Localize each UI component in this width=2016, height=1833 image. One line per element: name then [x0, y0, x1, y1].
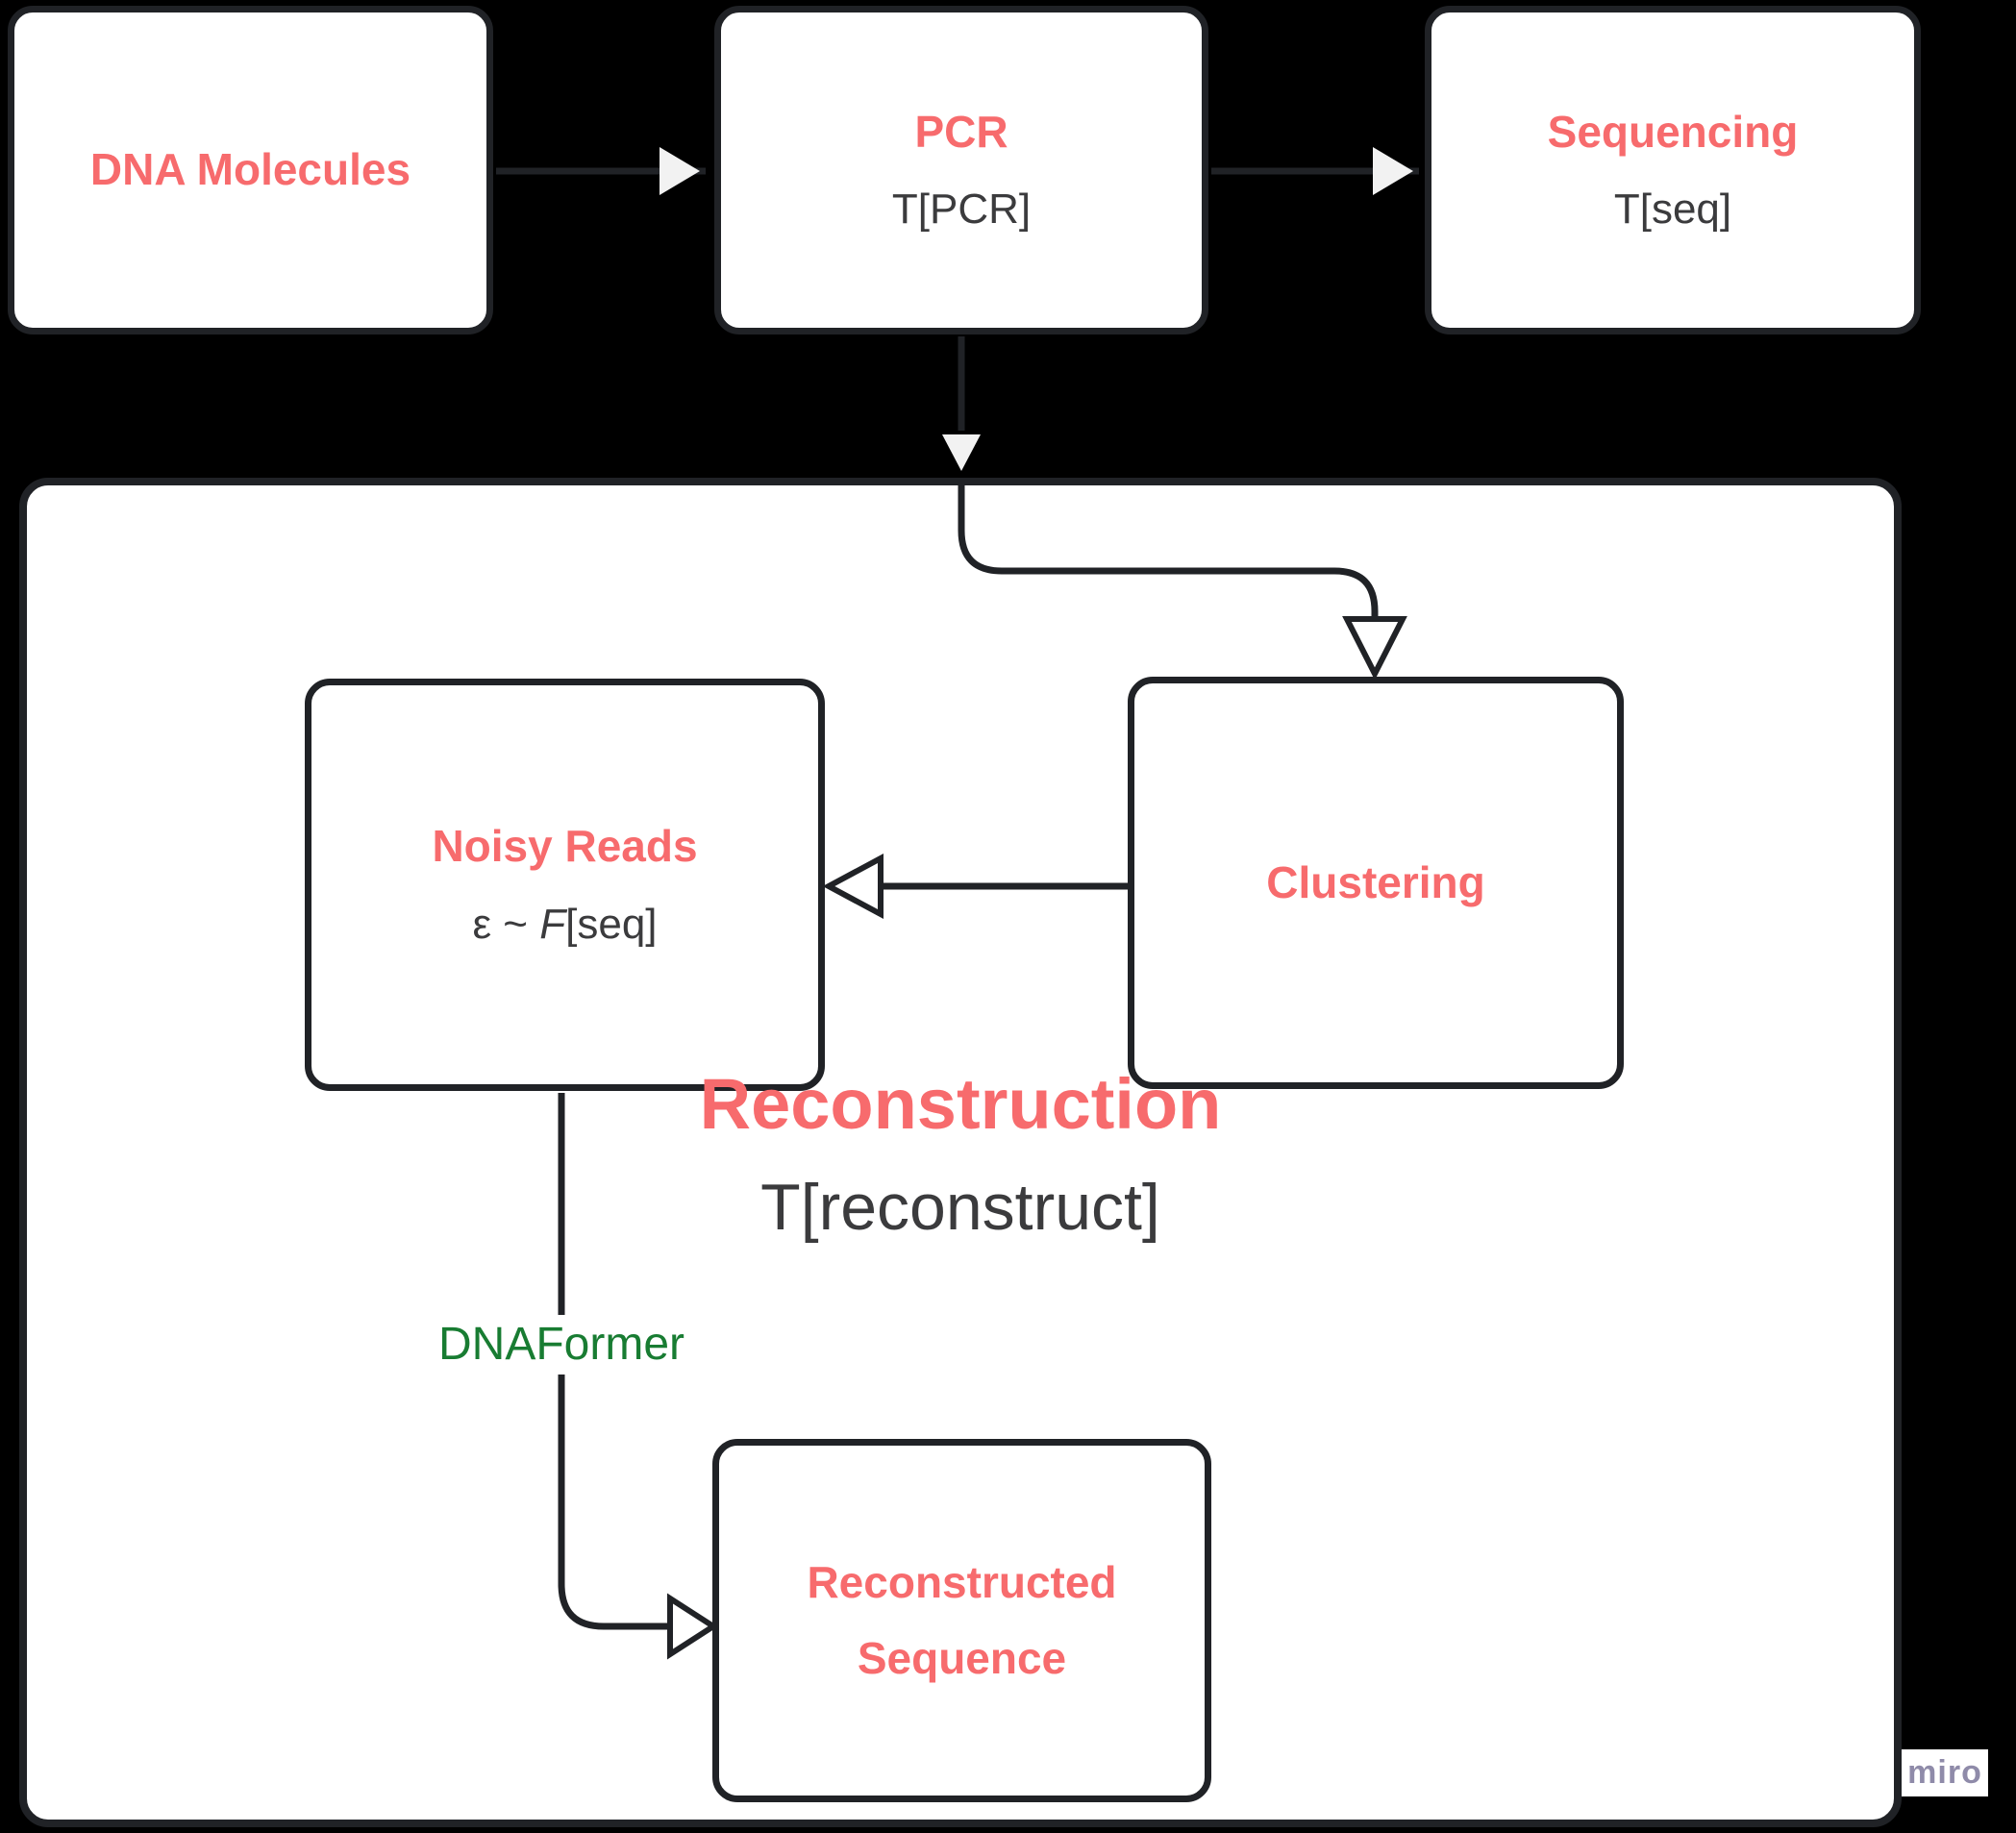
seq-bracket-text: [seq] — [565, 900, 658, 948]
title-line-2: Sequence — [857, 1633, 1067, 1683]
node-title: Clustering — [1266, 856, 1485, 907]
epsilon-text: ε ~ — [472, 900, 540, 948]
dnaformer-edge-label: DNAFormer — [424, 1315, 699, 1375]
node-clustering[interactable]: Clustering — [1128, 677, 1624, 1089]
title-line-1: Reconstructed — [807, 1556, 1117, 1607]
node-pcr[interactable]: PCR T[PCR] — [714, 6, 1208, 334]
arrow-left-outline-icon — [822, 853, 884, 920]
arrow-right-icon — [1373, 147, 1413, 195]
miro-watermark[interactable]: miro — [1902, 1749, 1988, 1796]
miro-logo-text: miro — [1907, 1754, 1982, 1791]
node-noisy-reads[interactable]: Noisy Reads ε ~ F[seq] — [305, 679, 825, 1091]
node-dna-molecules[interactable]: DNA Molecules — [8, 6, 493, 334]
node-subtitle: T[PCR] — [891, 186, 1032, 234]
edge-noisy-to-reconstructed — [558, 1093, 669, 1630]
node-subtitle: T[seq] — [1613, 186, 1732, 234]
arrow-right-outline-icon — [667, 1593, 719, 1660]
reconstruction-title: Reconstruction — [699, 1064, 1222, 1144]
arrow-right-icon — [660, 147, 700, 195]
node-reconstructed-sequence[interactable]: Reconstructed Sequence — [712, 1439, 1211, 1802]
node-title: Sequencing — [1547, 106, 1799, 157]
reconstruction-subtitle: T[reconstruct] — [760, 1171, 1160, 1244]
node-title: PCR — [914, 106, 1008, 157]
distribution-symbol: F — [539, 900, 566, 948]
node-subtitle: ε ~ F[seq] — [472, 900, 657, 951]
arrow-down-outline-icon — [1342, 616, 1407, 681]
node-title: Reconstructed Sequence — [807, 1545, 1116, 1697]
arrow-down-icon — [942, 434, 981, 471]
edge-to-clustering — [958, 481, 1379, 619]
node-title: Noisy Reads — [432, 821, 698, 872]
node-title: DNA Molecules — [89, 144, 411, 195]
node-sequencing[interactable]: Sequencing T[seq] — [1425, 6, 1921, 334]
